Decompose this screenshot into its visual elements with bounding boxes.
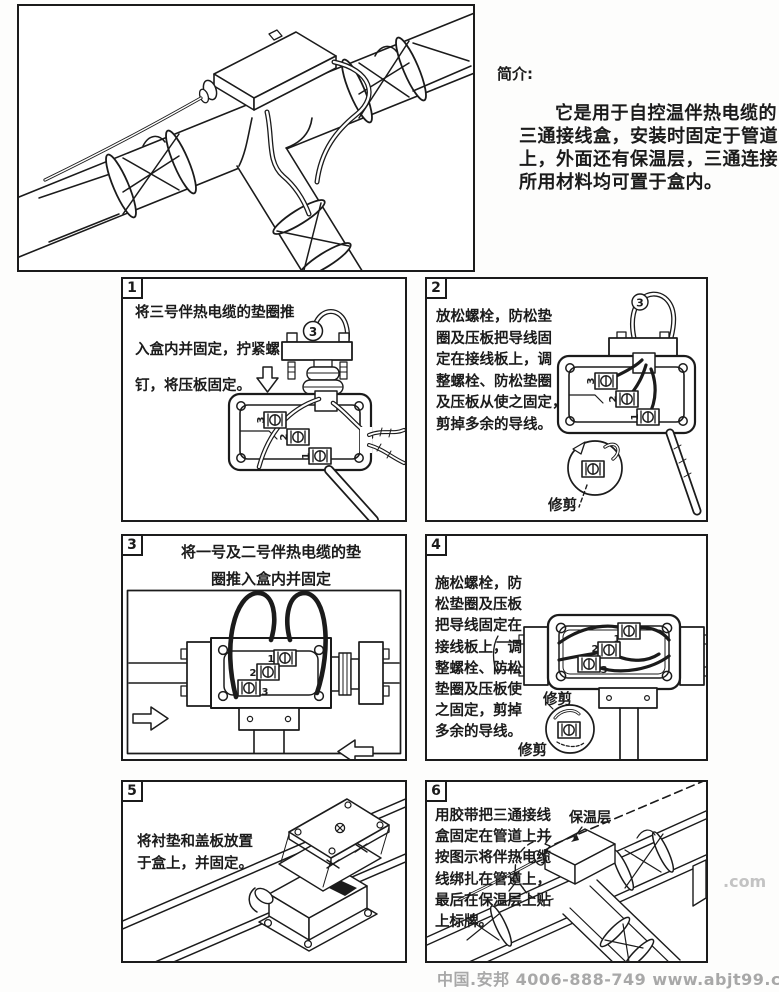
cable-ties-left [38, 129, 197, 243]
svg-text:1: 1 [614, 634, 621, 645]
clamp-2 [256, 663, 280, 681]
left-flange [180, 641, 212, 707]
trim-detail [567, 440, 623, 508]
cable-loops [264, 59, 372, 217]
step-panel-5: 5 将衬垫和盖板放置 于盒上，并固定。 [121, 780, 407, 963]
step4-illustration: 1 2 3 修剪 修剪 [492, 613, 706, 759]
svg-text:1: 1 [301, 452, 312, 459]
inner-frame [126, 589, 402, 755]
intro-paragraph: 它是用于自控温伴热电缆的 三通接线盒，安装时固定于管道 上，外面还有保温层，三通… [519, 103, 778, 193]
clamp-3 [577, 655, 601, 673]
step2-illustration: 3 3 [547, 291, 702, 516]
step-panel-2: 2 放松螺栓，防松垫 圈及压板把导线固 定在接线板上，调 整螺栓、防松垫圈 及压… [425, 277, 708, 522]
name-plate [692, 859, 706, 907]
overview-figure [17, 4, 475, 272]
hose-loop [630, 291, 677, 341]
intro-title: 简介: [497, 65, 533, 83]
watermark-side: .com [723, 872, 767, 891]
overview-illustration [19, 12, 473, 270]
watermark-bottom: 中国.安邦 4006-888-749 www.abjt99.com [437, 970, 779, 989]
trim-detail [545, 701, 595, 754]
step-number-4: 4 [425, 534, 447, 556]
cable-ties-branch [272, 199, 352, 270]
arrow-right [132, 706, 169, 731]
clamp-3 [237, 679, 261, 697]
step3-illustration: 1 2 3 [126, 589, 402, 759]
step-number-3: 3 [121, 534, 143, 556]
clamp-2 [286, 428, 310, 446]
label-arrow [571, 826, 583, 842]
clamp-3 [594, 372, 618, 390]
step-panel-3: 3 将一号及二号伴热电缆的垫 圈推入盒内并固定 [121, 534, 407, 761]
junction-neck [238, 117, 313, 167]
clamp-2 [615, 390, 639, 408]
trim-label: 修剪 [547, 496, 577, 514]
arrow-left [337, 739, 374, 759]
trim-label-bottom: 修剪 [517, 741, 547, 759]
svg-text:2: 2 [250, 668, 257, 679]
svg-text:2: 2 [608, 395, 619, 402]
svg-text:3: 3 [601, 665, 608, 676]
step-panel-4: 4 施松螺栓，防 松垫圈及压板 把导线固定在 接线板上，调 整螺栓、防松 垫圈及… [425, 534, 708, 761]
gland-assembly [281, 332, 353, 395]
step1-illustration: 3 [227, 309, 405, 520]
step-number-1: 1 [121, 277, 143, 299]
circled-number [302, 320, 324, 342]
svg-text:2: 2 [592, 644, 599, 655]
step6-illustration: 保温层 [427, 782, 706, 961]
svg-text:3: 3 [309, 325, 317, 339]
insulation-dashes [508, 782, 704, 902]
step-number-6: 6 [425, 780, 447, 802]
branch-stub [238, 707, 300, 754]
left-flange [518, 626, 549, 686]
svg-text:1: 1 [630, 413, 641, 420]
step-panel-6: 6 用胶带把三通接线 盒固定在管道上并 按图示将伴热电缆 线绑扎在管道上， 最后… [425, 780, 708, 963]
right-flange [679, 626, 706, 686]
branch-stub [598, 687, 658, 759]
circled-number [631, 293, 649, 311]
step5-illustration [123, 798, 405, 961]
exploded-guides [280, 826, 390, 888]
svg-text:3: 3 [256, 416, 267, 423]
right-gland [330, 641, 390, 705]
down-arrow [256, 366, 279, 393]
junction-box [457, 828, 616, 902]
gland-plate [608, 331, 678, 358]
cover-plate [288, 798, 390, 866]
svg-text:1: 1 [268, 654, 275, 665]
svg-text:3: 3 [586, 377, 597, 384]
step-number-5: 5 [121, 780, 143, 802]
svg-text:3: 3 [262, 687, 269, 698]
trim-label-top: 修剪 [542, 690, 572, 708]
insulation-label: 保温层 [568, 809, 611, 826]
cable-thin [43, 96, 203, 182]
clamp-1 [617, 622, 641, 640]
step-panel-1: 1 将三号伴热电缆的垫圈推 入盒内并固定，拧紧螺 钉，将压板固定。 3 [121, 277, 407, 522]
svg-text:2: 2 [279, 433, 290, 440]
bottom-cable [665, 428, 702, 516]
junction-box [198, 29, 337, 111]
ties [466, 829, 675, 961]
cable-loops [227, 590, 328, 700]
clamp-1 [308, 447, 332, 465]
step-number-2: 2 [425, 277, 447, 299]
clamp-3 [263, 411, 287, 429]
svg-text:3: 3 [636, 297, 644, 310]
